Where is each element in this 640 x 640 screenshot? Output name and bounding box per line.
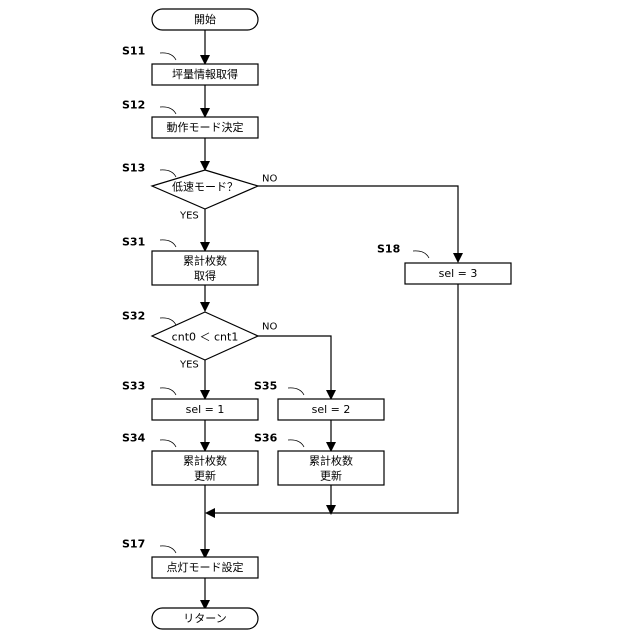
step-s34-line1: 累計枚数 (183, 454, 227, 468)
decision-s32: S32 cnt0 ＜ cnt1 NO YES (122, 310, 277, 371)
step-s11-leader (160, 53, 176, 60)
step-s17-label: 点灯モード設定 (167, 560, 244, 574)
step-s34-id: S34 (122, 432, 146, 445)
step-s17: S17 点灯モード設定 (122, 538, 258, 579)
step-s33-label: sel = 1 (186, 403, 225, 416)
step-s31-line1: 累計枚数 (183, 254, 227, 268)
step-s11-id: S11 (122, 45, 145, 58)
connectors (205, 30, 458, 602)
step-s18: S18 sel = 3 (377, 243, 511, 285)
step-s13-leader (160, 170, 176, 177)
step-s34-leader (160, 440, 176, 447)
step-s12: S12 動作モード決定 (122, 99, 258, 139)
step-s13-yes-label: YES (179, 211, 199, 222)
decision-s13: S13 低速モード？ NO YES (122, 162, 277, 222)
step-s11-label: 坪量情報取得 (172, 68, 238, 81)
step-s18-leader (413, 251, 429, 258)
end-label: リターン (183, 612, 226, 625)
start-terminal: 開始 (152, 9, 258, 30)
step-s33-leader (160, 388, 176, 395)
step-s36-id: S36 (254, 432, 278, 445)
step-s35-leader (288, 388, 304, 395)
start-label: 開始 (194, 12, 216, 26)
step-s31-line2: 取得 (194, 270, 216, 283)
step-s31-id: S31 (122, 236, 145, 249)
arrowhead-merge-from-s18 (205, 508, 215, 518)
step-s34-line2: 更新 (194, 469, 216, 483)
step-s35-label: sel = 2 (312, 403, 351, 416)
step-s12-id: S12 (122, 99, 145, 112)
step-s36-line1: 累計枚数 (309, 454, 353, 468)
step-s32-no-label: NO (262, 322, 277, 333)
step-s32-label: cnt0 ＜ cnt1 (172, 331, 239, 344)
step-s36: S36 累計枚数 更新 (254, 432, 384, 486)
arrowhead-s18 (453, 253, 463, 263)
step-s35-id: S35 (254, 380, 277, 393)
step-s36-line2: 更新 (320, 469, 342, 483)
step-s13-id: S13 (122, 162, 145, 175)
step-s32-id: S32 (122, 310, 145, 323)
connector-s13-no-s18 (258, 186, 458, 255)
step-s35: S35 sel = 2 (254, 380, 384, 421)
step-s11: S11 坪量情報取得 (122, 45, 258, 86)
step-s31-leader (160, 240, 176, 247)
step-s31: S31 累計枚数 取得 (122, 236, 258, 286)
step-s32-yes-label: YES (179, 360, 199, 371)
step-s33-id: S33 (122, 380, 145, 393)
step-s13-no-label: NO (262, 174, 277, 185)
end-terminal: リターン (152, 608, 258, 629)
step-s34: S34 累計枚数 更新 (122, 432, 258, 486)
step-s18-id: S18 (377, 243, 400, 256)
step-s17-id: S17 (122, 538, 145, 551)
step-s32-leader (160, 318, 176, 325)
arrowhead-s32 (200, 302, 210, 312)
step-s17-leader (160, 546, 176, 553)
step-s13-label: 低速モード？ (172, 181, 238, 194)
step-s36-leader (288, 440, 304, 447)
step-s33: S33 sel = 1 (122, 380, 258, 421)
step-s12-leader (160, 107, 176, 114)
step-s18-label: sel = 3 (439, 267, 478, 280)
step-s12-label: 動作モード決定 (167, 120, 244, 134)
